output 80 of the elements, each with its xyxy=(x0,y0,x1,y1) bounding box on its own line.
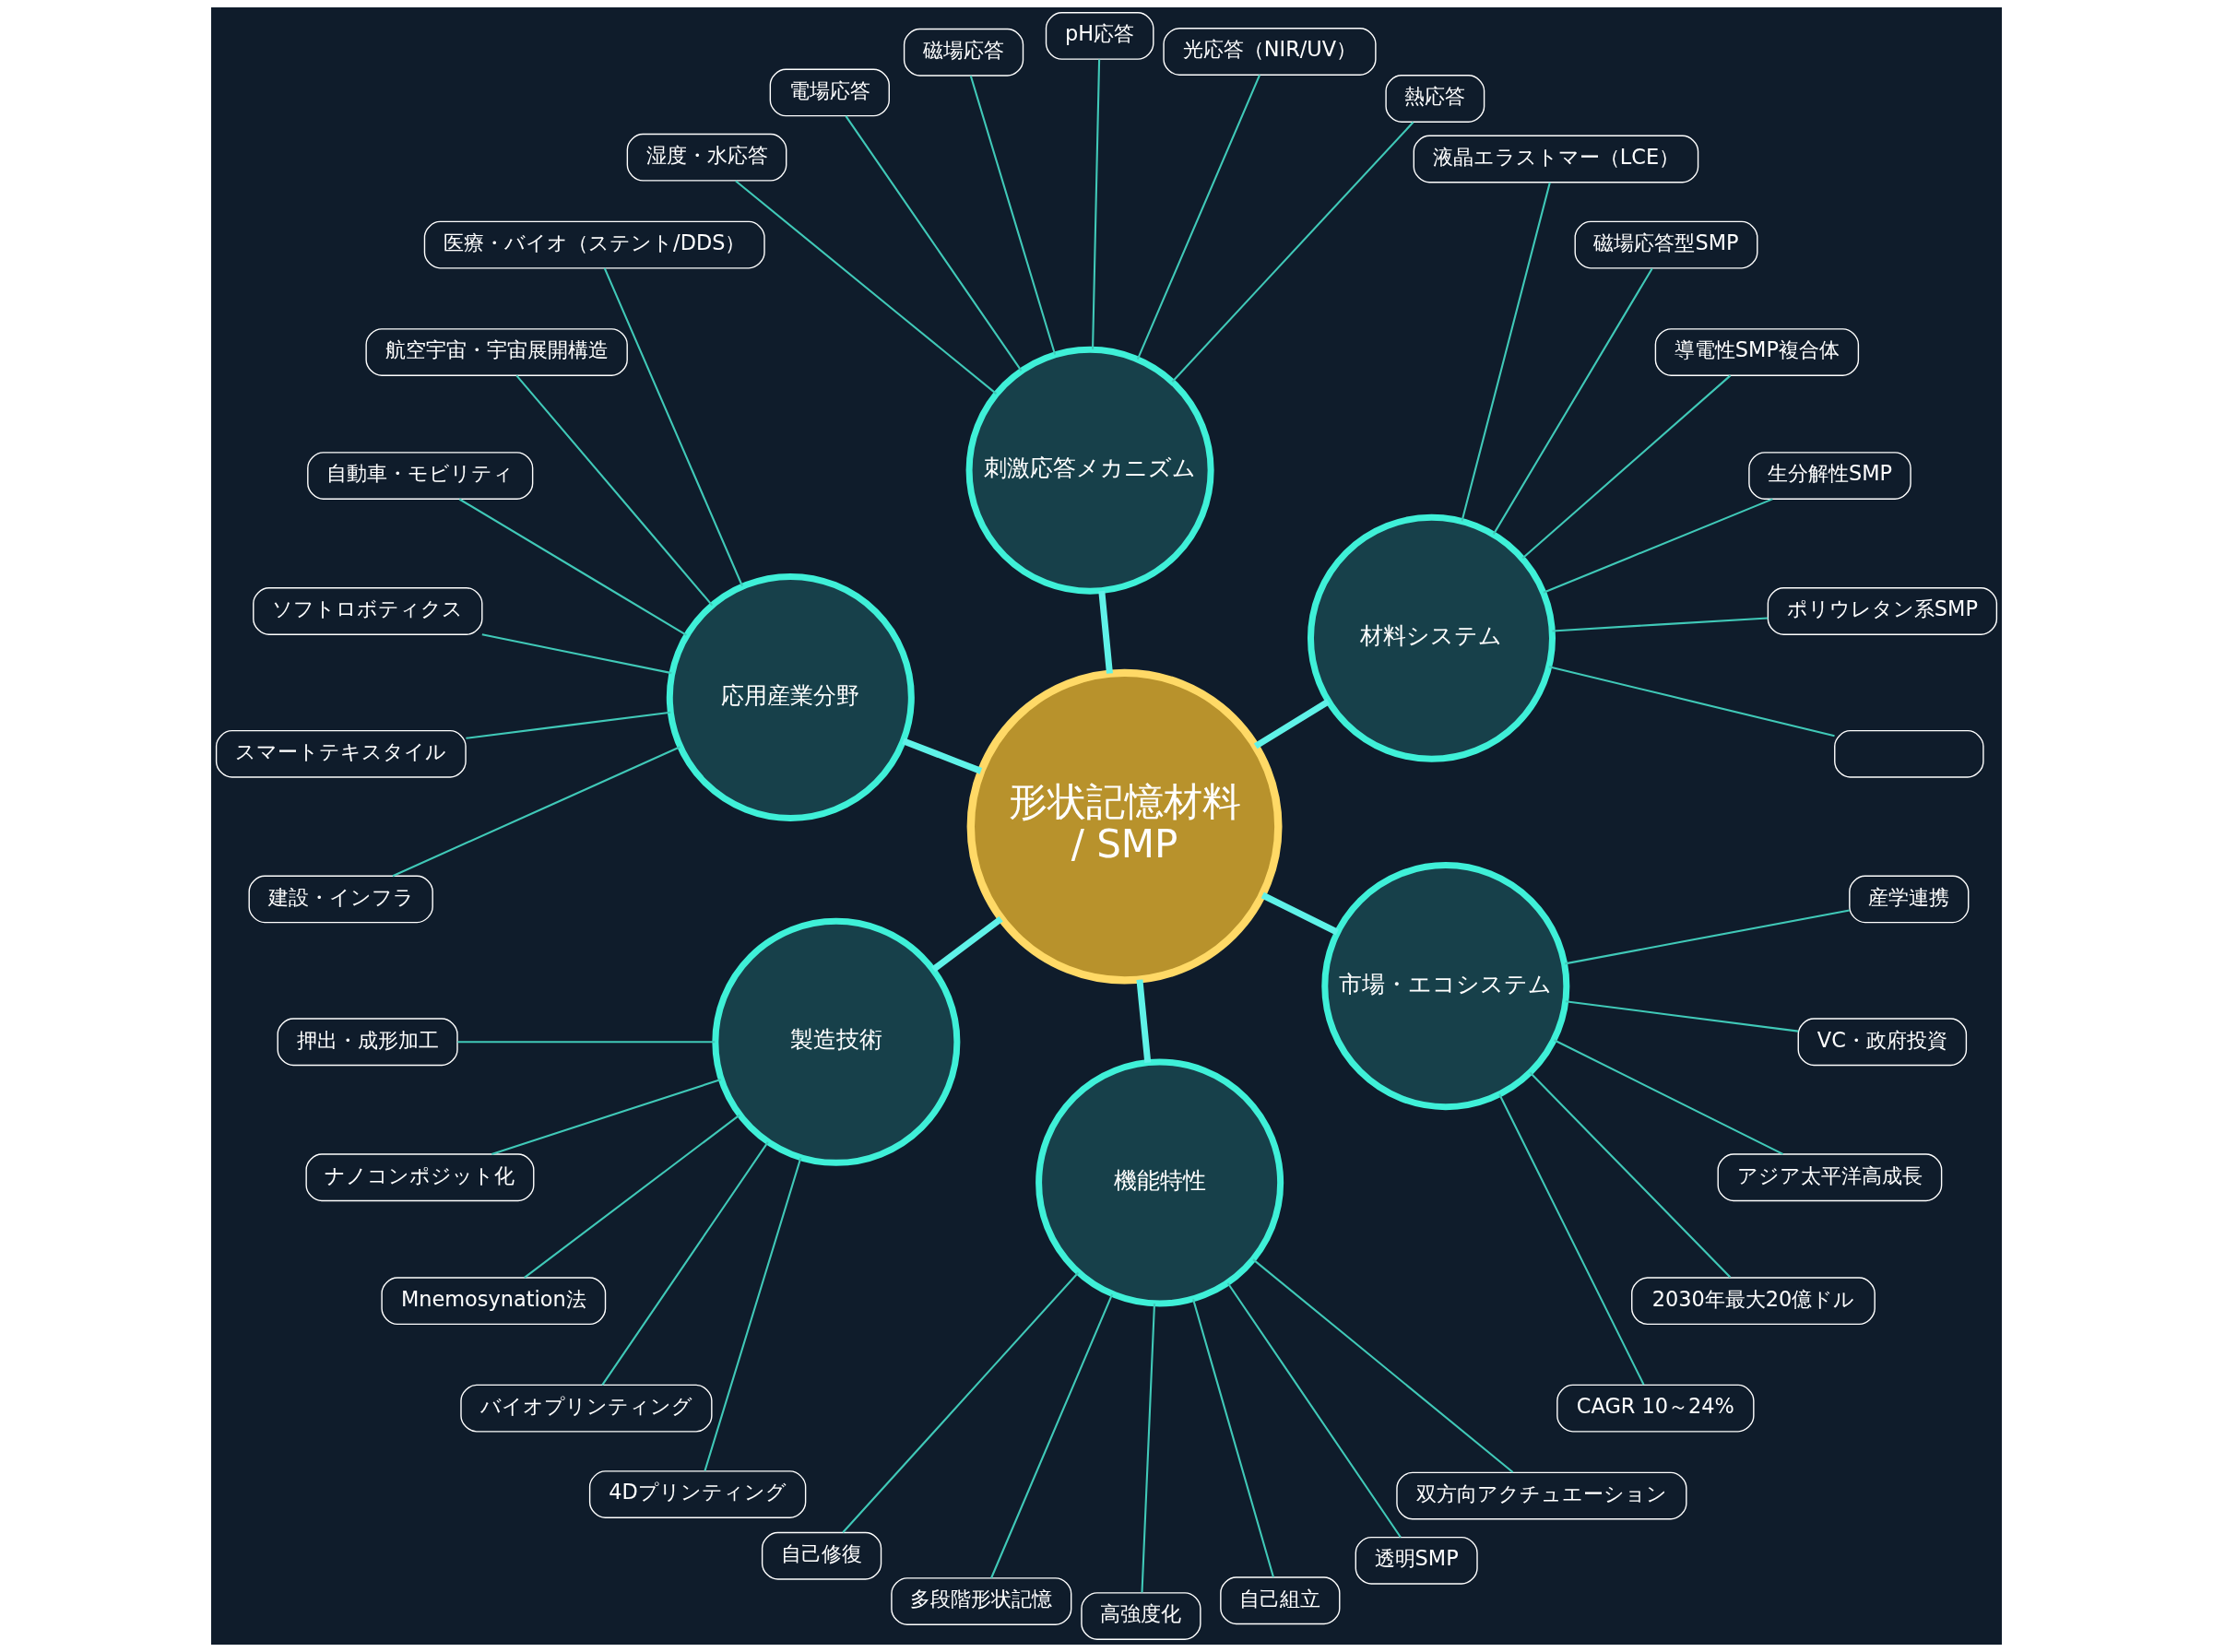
node-box: CAGR 10～24% xyxy=(1556,1384,1755,1433)
node-box: pH応答 xyxy=(1045,12,1154,60)
node-box: 自動車・モビリティ xyxy=(307,452,534,500)
node-box: 高強度化 xyxy=(1081,1592,1201,1640)
connector xyxy=(1136,74,1261,360)
node-box: ポリウレタン系SMP xyxy=(1767,587,1998,635)
node-box: 透明SMP xyxy=(1355,1536,1478,1585)
connector xyxy=(1548,666,1835,738)
node-circle: 機能特性 xyxy=(1035,1058,1284,1307)
node-box: 磁場応答型SMP xyxy=(1574,220,1758,269)
connector xyxy=(1492,267,1653,536)
connector xyxy=(515,374,714,607)
node-box: アジア太平洋高成長 xyxy=(1717,1153,1943,1202)
connector xyxy=(524,1114,740,1279)
node-box: ナノコンポジット化 xyxy=(305,1153,535,1202)
connector xyxy=(1192,1299,1274,1578)
connector xyxy=(601,1141,769,1386)
node-box: 導電性SMP複合体 xyxy=(1654,328,1860,376)
node-box xyxy=(1834,729,1984,778)
node-box: 双方向アクチュエーション xyxy=(1396,1471,1687,1520)
node-box: 4Dプリンティング xyxy=(588,1470,807,1518)
node-box: VC・政府投資 xyxy=(1797,1018,1968,1067)
node-circle: 刺激応答メカニズム xyxy=(965,346,1214,595)
node-box: 磁場応答 xyxy=(903,28,1024,77)
connector xyxy=(845,115,1023,372)
connector xyxy=(842,1271,1080,1533)
connector xyxy=(1098,590,1113,674)
connector xyxy=(1498,1093,1645,1386)
connector xyxy=(392,746,680,878)
connector xyxy=(1136,979,1152,1063)
node-box: 光応答（NIR/UV） xyxy=(1163,28,1377,76)
connector xyxy=(1521,374,1732,560)
node-box: 医療・バイオ（ステント/DDS） xyxy=(423,220,765,269)
node-box: 建設・インフラ xyxy=(248,875,433,924)
node-box: 電場応答 xyxy=(769,68,890,117)
node-box: 2030年最大20億ドル xyxy=(1631,1277,1876,1326)
connector xyxy=(481,633,672,675)
node-box: 自己修復 xyxy=(761,1531,882,1580)
connector xyxy=(1565,1000,1799,1032)
connector xyxy=(1226,1282,1402,1539)
node-box: 多段階形状記憶 xyxy=(891,1577,1072,1625)
connector xyxy=(491,1079,722,1155)
connector xyxy=(735,180,998,395)
node-box: 自己組立 xyxy=(1220,1576,1341,1625)
connector xyxy=(1554,1039,1784,1155)
node-circle: 形状記憶材料 / SMP xyxy=(966,668,1283,985)
connector xyxy=(1552,617,1769,632)
connector xyxy=(1252,1258,1514,1473)
node-box: 熱応答 xyxy=(1385,75,1485,123)
connector xyxy=(1565,909,1850,965)
connector xyxy=(704,1157,802,1471)
connector xyxy=(902,738,983,774)
connector xyxy=(457,1041,716,1044)
connector xyxy=(1141,1303,1156,1593)
connector xyxy=(931,915,1003,973)
node-circle: 製造技術 xyxy=(712,917,961,1166)
connector xyxy=(1260,891,1339,936)
node-box: 押出・成形加工 xyxy=(277,1018,458,1067)
connector xyxy=(1543,498,1773,594)
connector xyxy=(1461,182,1551,522)
node-circle: 市場・エコシステム xyxy=(1321,862,1570,1111)
node-circle: 応用産業分野 xyxy=(666,572,915,821)
connector xyxy=(1529,1071,1732,1279)
node-box: Mnemosynation法 xyxy=(381,1277,607,1326)
node-box: 産学連携 xyxy=(1849,875,1970,924)
node-box: ソフトロボティクス xyxy=(253,587,483,635)
node-box: バイオプリンティング xyxy=(460,1384,713,1433)
connector xyxy=(1092,59,1101,349)
node-box: 湿度・水応答 xyxy=(626,133,787,182)
connector xyxy=(990,1293,1114,1579)
connector xyxy=(1253,699,1331,749)
connector xyxy=(466,711,671,739)
connector xyxy=(969,76,1057,355)
node-box: 生分解性SMP xyxy=(1748,452,1911,500)
connector xyxy=(603,267,743,587)
node-box: 航空宇宙・宇宙展開構造 xyxy=(365,328,628,376)
node-box: スマートテキスタイル xyxy=(215,729,467,778)
node-circle: 材料システム xyxy=(1307,513,1556,762)
node-box: 液晶エラストマー（LCE） xyxy=(1413,135,1699,183)
connector xyxy=(458,498,687,636)
